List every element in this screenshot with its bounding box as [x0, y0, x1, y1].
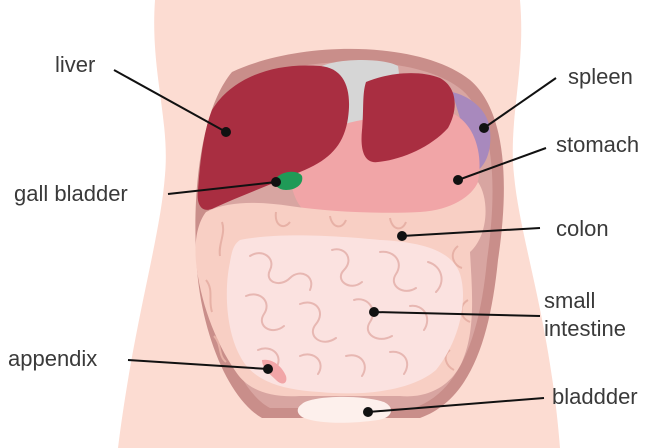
small-intestine-organ: [227, 235, 463, 393]
small-intestine-dot: [369, 307, 379, 317]
label-small-intestine-line1: small: [544, 288, 595, 313]
stomach-dot: [453, 175, 463, 185]
bladder-organ: [298, 397, 391, 423]
colon-dot: [397, 231, 407, 241]
label-spleen: spleen: [568, 64, 633, 89]
label-stomach: stomach: [556, 132, 639, 157]
bladder-dot: [363, 407, 373, 417]
label-bladder: bladdder: [552, 384, 638, 409]
label-appendix: appendix: [8, 346, 97, 371]
label-colon: colon: [556, 216, 609, 241]
appendix-dot: [263, 364, 273, 374]
spleen-dot: [479, 123, 489, 133]
gall-bladder-dot: [271, 177, 281, 187]
label-liver: liver: [55, 52, 95, 77]
label-small-intestine-line2: intestine: [544, 316, 626, 341]
label-gall-bladder: gall bladder: [14, 181, 128, 206]
liver-dot: [221, 127, 231, 137]
